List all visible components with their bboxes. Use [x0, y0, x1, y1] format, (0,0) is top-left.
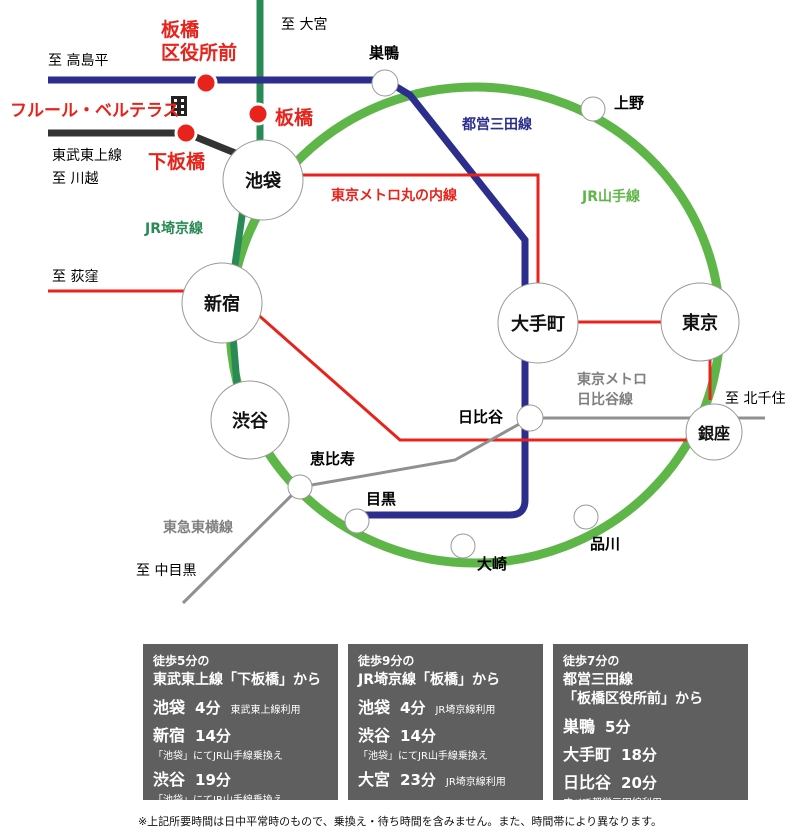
route-station: 渋谷: [358, 726, 391, 745]
label-hibiya-line-1: 東京メトロ: [577, 372, 647, 388]
station-sugamo: 巣鴨: [369, 44, 400, 62]
route-station: 巣鴨: [563, 717, 596, 736]
station-shinjuku: 新宿: [204, 294, 240, 315]
route-time: 4分: [195, 699, 221, 717]
station-itabashi-kuyakushomae-marker: [194, 71, 218, 95]
transfer-note: 「池袋」にてJR山手線乗換え: [153, 751, 283, 762]
station-tokyo: 東京: [682, 313, 718, 334]
station-shinjuku-marker: [181, 262, 263, 344]
label-mita-line: 都営三田線: [462, 117, 532, 133]
route-station: 大手町: [563, 745, 612, 764]
station-shinagawa: 品川: [590, 535, 621, 553]
station-ikebukuro-marker: [222, 139, 304, 221]
panel-head-3: 「板橋区役所前」から: [563, 691, 703, 707]
route-station: 日比谷: [563, 773, 612, 792]
station-itabashi-marker: [246, 102, 270, 126]
direction-ogikubo: 至 荻窪: [52, 269, 99, 285]
marunouchi-line: [260, 173, 712, 400]
transfer-note: 「池袋」にてJR山手線乗換え: [358, 751, 488, 762]
station-otemachi-marker: [497, 282, 579, 364]
station-ueno: 上野: [614, 94, 645, 112]
label-fleur-belle-terrace: フルール・ベルテラス: [10, 101, 180, 121]
route-station: 渋谷: [153, 770, 186, 789]
route-station: 新宿: [153, 726, 186, 745]
station-otemachi: 大手町: [511, 314, 565, 335]
route-time: 20分: [621, 774, 657, 792]
list-item: 新宿 14分: [153, 722, 328, 746]
station-shibuya-marker: [210, 380, 290, 460]
route-time: 4分: [400, 699, 426, 717]
transfer-note: すべて都営三田線利用: [563, 798, 662, 809]
route-time: 19分: [195, 771, 231, 789]
direction-nakameguro: 至 中目黒: [136, 563, 197, 579]
label-shimo-itabashi: 下板橋: [148, 151, 206, 173]
station-meguro-marker: [344, 508, 370, 534]
station-ikebukuro: 池袋: [245, 171, 281, 192]
station-hibiya: 日比谷: [458, 408, 504, 426]
station-ebisu-marker: [287, 474, 313, 500]
list-item: 巣鴨 5分: [563, 713, 738, 737]
list-item: 池袋 4分東武東上線利用: [153, 694, 328, 718]
station-hibiya-marker: [516, 404, 544, 432]
route-station: 大宮: [358, 770, 391, 789]
station-sugamo-marker: [371, 69, 399, 97]
list-item: 日比谷 20分: [563, 769, 738, 793]
station-osaki-marker: [450, 533, 476, 559]
info-panel-shimo-itabashi: 徒歩5分の 東武東上線「下板橋」から 池袋 4分東武東上線利用 新宿 14分 「池袋…: [143, 644, 338, 806]
direction-omiya: 至 大宮: [281, 17, 328, 33]
station-ueno-marker: [580, 96, 606, 122]
station-shimo-itabashi-marker: [174, 121, 198, 145]
list-item: 池袋 4分 JR埼京線利用: [358, 694, 533, 718]
direction-kawagoe: 至 川越: [52, 171, 99, 187]
panel-head-1: 徒歩7分の: [563, 654, 620, 668]
panel-head-2: 東武東上線「下板橋」から: [153, 672, 321, 688]
list-item: 大宮 23分 JR埼京線利用: [358, 766, 533, 790]
footnote: ※上記所要時間は日中平常時のもので、乗換え・待ち時間を含みません。また、時間帯に…: [137, 815, 663, 828]
route-station: 池袋: [153, 698, 186, 717]
route-time: 18分: [621, 746, 657, 764]
panel-head-1: 徒歩9分の: [358, 654, 415, 668]
route-note: JR埼京線利用: [445, 777, 506, 788]
station-ginza: 銀座: [697, 424, 731, 443]
route-time: 14分: [195, 727, 231, 745]
label-itabashi-kuyakushomae-2: 区役所前: [161, 42, 238, 64]
hibiya-line-south: [299, 416, 531, 489]
info-panel-itabashi-kuyakushomae: 徒歩7分の 都営三田線 「板橋区役所前」から 巣鴨 5分 大手町 18分 日比谷 20…: [553, 644, 748, 809]
route-station: 池袋: [358, 698, 391, 717]
label-marunouchi-line: 東京メトロ丸の内線: [331, 188, 457, 204]
label-saikyo-line: JR埼京線: [145, 221, 203, 237]
direction-takashimadaira: 至 高島平: [48, 53, 109, 69]
station-shibuya: 渋谷: [232, 411, 268, 432]
label-itabashi-kuyakushomae-1: 板橋: [161, 19, 200, 41]
list-item: 大手町 18分: [563, 741, 738, 765]
route-note: JR埼京線利用: [435, 705, 496, 716]
direction-kitasenju: 至 北千住: [725, 391, 786, 407]
station-shinagawa-marker: [573, 504, 599, 530]
station-meguro: 目黒: [366, 490, 397, 508]
toyoko-line: [181, 485, 302, 605]
route-time: 14分: [400, 727, 436, 745]
route-time: 23分: [400, 771, 436, 789]
route-note: 東武東上線利用: [230, 705, 301, 716]
panel-head-1: 徒歩5分の: [153, 654, 210, 668]
station-ebisu: 恵比寿: [310, 450, 356, 468]
label-toyoko-line: 東急東横線: [163, 520, 233, 536]
info-panel-itabashi: 徒歩9分の JR埼京線「板橋」から 池袋 4分 JR埼京線利用 渋谷 14分 「池袋」…: [348, 644, 543, 800]
label-hibiya-line-2: 日比谷線: [577, 392, 633, 408]
station-osaki: 大崎: [477, 555, 508, 573]
panel-head-2: 都営三田線: [563, 672, 633, 688]
label-itabashi: 板橋: [275, 107, 314, 129]
mita-line: [48, 76, 529, 519]
label-tojo-line: 東武東上線: [52, 148, 122, 164]
transfer-note: 「池袋」にてJR山手線乗換え: [153, 795, 283, 806]
panel-head-2: JR埼京線「板橋」から: [358, 672, 500, 688]
route-time: 5分: [605, 718, 631, 736]
building-icon: [171, 96, 187, 116]
list-item: 渋谷 14分: [358, 722, 533, 746]
station-ginza-marker: [685, 403, 743, 461]
list-item: 渋谷 19分: [153, 766, 328, 790]
label-yamanote-line: JR山手線: [582, 189, 640, 205]
station-tokyo-marker: [660, 282, 740, 362]
